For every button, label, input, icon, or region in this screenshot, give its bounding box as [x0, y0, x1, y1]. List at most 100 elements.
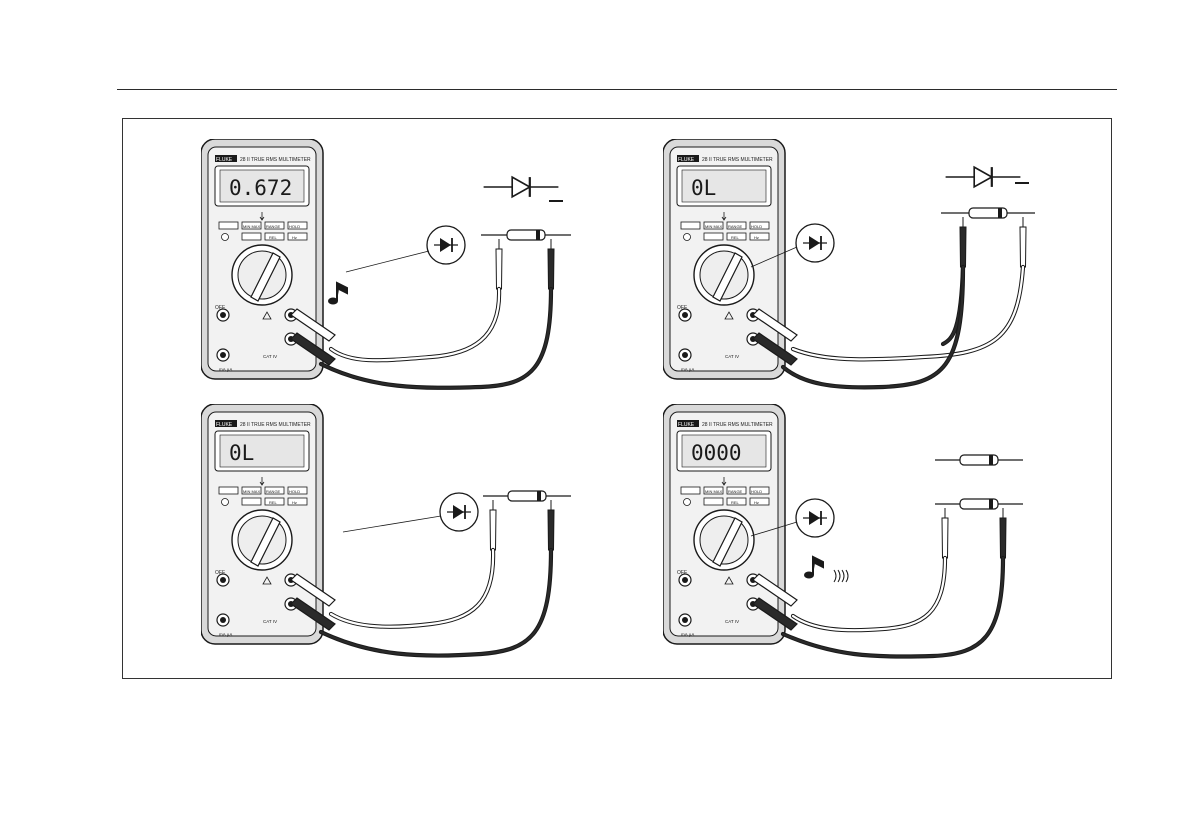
black-lead	[319, 548, 553, 657]
meter-button-label: RANGE	[728, 224, 743, 229]
diode-triangle	[453, 505, 464, 519]
model-label: 28 II TRUE RMS MULTIMETER	[240, 422, 311, 428]
diode-icon	[447, 505, 471, 519]
input-jack-hole	[220, 577, 226, 583]
red-probe	[941, 508, 949, 559]
input-jack-hole	[220, 617, 226, 623]
diode-component-body	[507, 490, 547, 502]
black-probe	[547, 500, 555, 551]
diode-triangle	[973, 165, 994, 189]
red-lead-outline	[328, 547, 496, 629]
red-lead-outline	[328, 286, 502, 363]
meter-button	[264, 221, 285, 230]
note-head	[328, 297, 338, 305]
dial-knob	[712, 517, 743, 567]
meter-button	[241, 232, 262, 241]
diode-icon	[434, 238, 458, 252]
sound-wave	[841, 569, 845, 583]
diode-triangle	[440, 238, 451, 252]
meter-button	[287, 232, 308, 241]
meter-button	[726, 497, 747, 506]
input-jack-hole	[220, 312, 226, 318]
lead-plug	[752, 332, 798, 366]
meter-button-label: HOLD	[751, 489, 762, 494]
diode-component-band	[989, 499, 993, 509]
meter-button	[218, 486, 239, 495]
diode-reference-body	[959, 454, 999, 466]
meter-button-label: REL	[731, 500, 740, 505]
page-top-rule	[117, 89, 1117, 90]
input-jack-hole	[682, 577, 688, 583]
warning-icon	[262, 576, 272, 585]
jack-label: mA µA	[681, 632, 694, 637]
brand-badge	[215, 420, 237, 427]
input-jack-hole	[682, 352, 688, 358]
diode-component-body	[959, 498, 999, 510]
probe-handle	[547, 509, 555, 551]
meter-button	[264, 486, 285, 495]
black-lead-outline	[780, 264, 966, 390]
meter-button-label: MIN MAX	[705, 489, 722, 494]
sound-wave	[845, 569, 849, 583]
diode-triangle	[511, 175, 532, 199]
meter-button	[749, 486, 770, 495]
meter-button-label: REL	[269, 235, 278, 240]
meter-button	[726, 232, 747, 241]
meter-button-label: Hz	[754, 500, 759, 505]
black-probe	[999, 508, 1007, 559]
diode-icon	[803, 236, 827, 250]
black-lead	[781, 265, 965, 389]
lcd-screen	[681, 169, 767, 203]
dial-off-label: OFF	[677, 305, 687, 311]
cat-label: CAT IV	[263, 354, 277, 359]
cat-label: CAT IV	[263, 619, 277, 624]
diode-symbol-icon	[945, 165, 1021, 189]
meter-button-label: MIN MAX	[243, 489, 260, 494]
meter-button	[264, 497, 285, 506]
model-label: 28 II TRUE RMS MULTIMETER	[702, 157, 773, 163]
probe-handle	[489, 509, 497, 551]
meter-button-label: Hz	[754, 235, 759, 240]
brand-label: FLUKE	[678, 157, 695, 163]
input-jack-hole	[682, 617, 688, 623]
diode-triangle	[809, 236, 820, 250]
probe-handle	[547, 248, 555, 290]
brand-label: FLUKE	[678, 422, 695, 428]
lead-plug	[290, 597, 336, 631]
meter-button	[680, 221, 701, 230]
meter-button	[241, 497, 262, 506]
sound-wave	[833, 569, 837, 583]
lead-plug	[290, 308, 336, 342]
brand-label: FLUKE	[216, 157, 233, 163]
lcd-screen	[219, 169, 305, 203]
note-head	[804, 571, 814, 579]
backlight-icon	[683, 498, 691, 506]
black-probe	[547, 239, 555, 290]
diode-component-band	[536, 230, 540, 240]
brand-badge	[677, 420, 699, 427]
meter-button	[287, 221, 308, 230]
backlight-icon	[221, 498, 229, 506]
warning-icon	[262, 311, 272, 320]
dial-knob	[250, 252, 281, 302]
arrow-down-icon	[259, 212, 265, 221]
lcd-screen	[681, 434, 767, 468]
arrow-down-icon	[721, 212, 727, 221]
meter-button	[749, 221, 770, 230]
meter-button-label: RANGE	[266, 224, 281, 229]
input-jack-hole	[220, 352, 226, 358]
probe-handle	[495, 248, 503, 290]
black-lead	[319, 287, 553, 389]
meter-button	[703, 486, 724, 495]
red-lead	[329, 287, 501, 362]
red-lead	[791, 556, 947, 632]
jack-label: mA µA	[681, 367, 694, 372]
diode-icon	[803, 511, 827, 525]
probe-handle	[999, 517, 1007, 559]
